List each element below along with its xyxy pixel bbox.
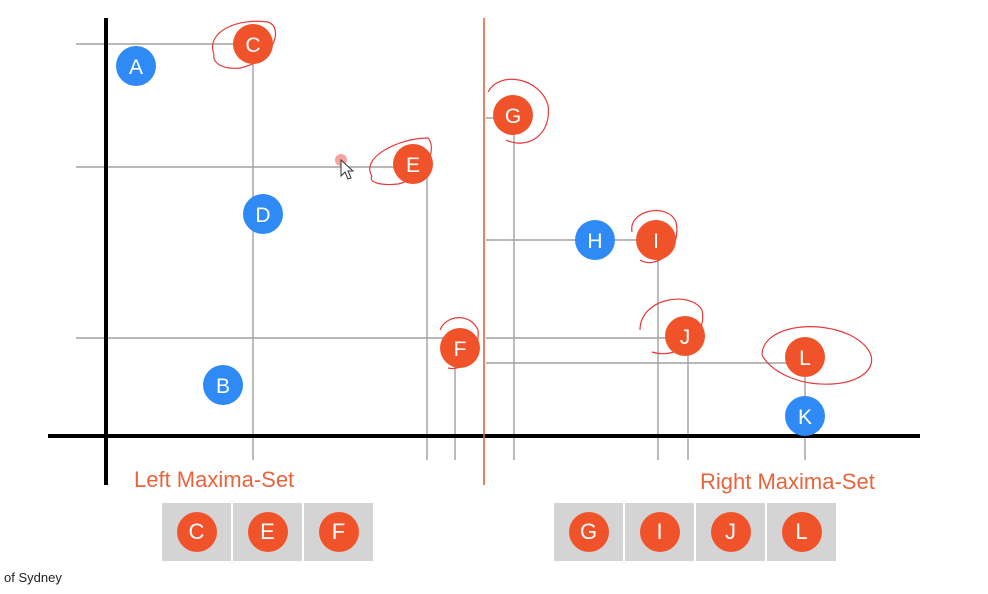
point-f: F xyxy=(440,328,480,368)
left-set-cell: E xyxy=(233,503,302,561)
point-label: D xyxy=(255,204,270,227)
point-circle xyxy=(785,337,825,377)
point-h: H xyxy=(575,220,615,260)
pointer-icon xyxy=(340,158,355,180)
scribble-mark xyxy=(211,20,277,69)
point-circle xyxy=(575,220,615,260)
point-d: D xyxy=(243,194,283,234)
axes xyxy=(48,18,920,485)
right-set-item: I xyxy=(639,512,680,552)
point-circle xyxy=(243,194,283,234)
point-label: C xyxy=(245,34,260,57)
right-set-item: G xyxy=(568,512,609,552)
right-set-cell: G xyxy=(554,503,623,561)
left-set-cell: F xyxy=(304,503,373,561)
point-circle xyxy=(203,365,243,405)
point-circle xyxy=(493,95,533,135)
point-g: G xyxy=(493,95,533,135)
annotation-scribbles xyxy=(211,20,873,385)
point-label: K xyxy=(798,406,812,429)
point-label: G xyxy=(505,105,521,128)
left-maxima-set-label: Left Maxima-Set xyxy=(134,467,295,492)
point-b: B xyxy=(203,365,243,405)
scribble-mark xyxy=(631,209,678,264)
right-set-item: J xyxy=(710,512,751,552)
point-label: J xyxy=(680,326,691,349)
point-i: I xyxy=(636,220,676,260)
right-set-cell: I xyxy=(625,503,694,561)
left-set-item: C xyxy=(176,512,217,552)
point-label: L xyxy=(799,347,811,370)
right-set-item: L xyxy=(781,512,822,552)
right-set-cell: L xyxy=(767,503,836,561)
guide-lines xyxy=(76,43,806,460)
point-e: E xyxy=(393,144,433,184)
point-circle xyxy=(440,328,480,368)
mouse-cursor-icon xyxy=(335,154,355,180)
right-maxima-set-label: Right Maxima-Set xyxy=(700,469,875,494)
scribble-mark xyxy=(761,326,873,385)
point-circle xyxy=(636,220,676,260)
point-circle xyxy=(665,316,705,356)
point-label: I xyxy=(653,230,659,253)
left-set-item: E xyxy=(247,512,288,552)
point-label: H xyxy=(587,230,602,253)
points-layer: A B C D E F G H I J K L xyxy=(116,24,825,436)
point-circle xyxy=(393,144,433,184)
footer-text: of Sydney xyxy=(4,570,62,585)
left-set-item: F xyxy=(318,512,359,552)
point-label: A xyxy=(129,56,143,79)
point-label: F xyxy=(454,338,467,361)
left-set-cell: C xyxy=(162,503,231,561)
scribble-mark xyxy=(487,78,549,144)
point-circle xyxy=(233,24,273,64)
point-label: E xyxy=(406,154,420,177)
point-circle xyxy=(116,46,156,86)
point-l: L xyxy=(785,337,825,377)
point-label: B xyxy=(216,375,230,398)
point-k: K xyxy=(785,396,825,436)
point-j: J xyxy=(665,316,705,356)
point-c: C xyxy=(233,24,273,64)
point-circle xyxy=(785,396,825,436)
right-set-cell: J xyxy=(696,503,765,561)
point-a: A xyxy=(116,46,156,86)
